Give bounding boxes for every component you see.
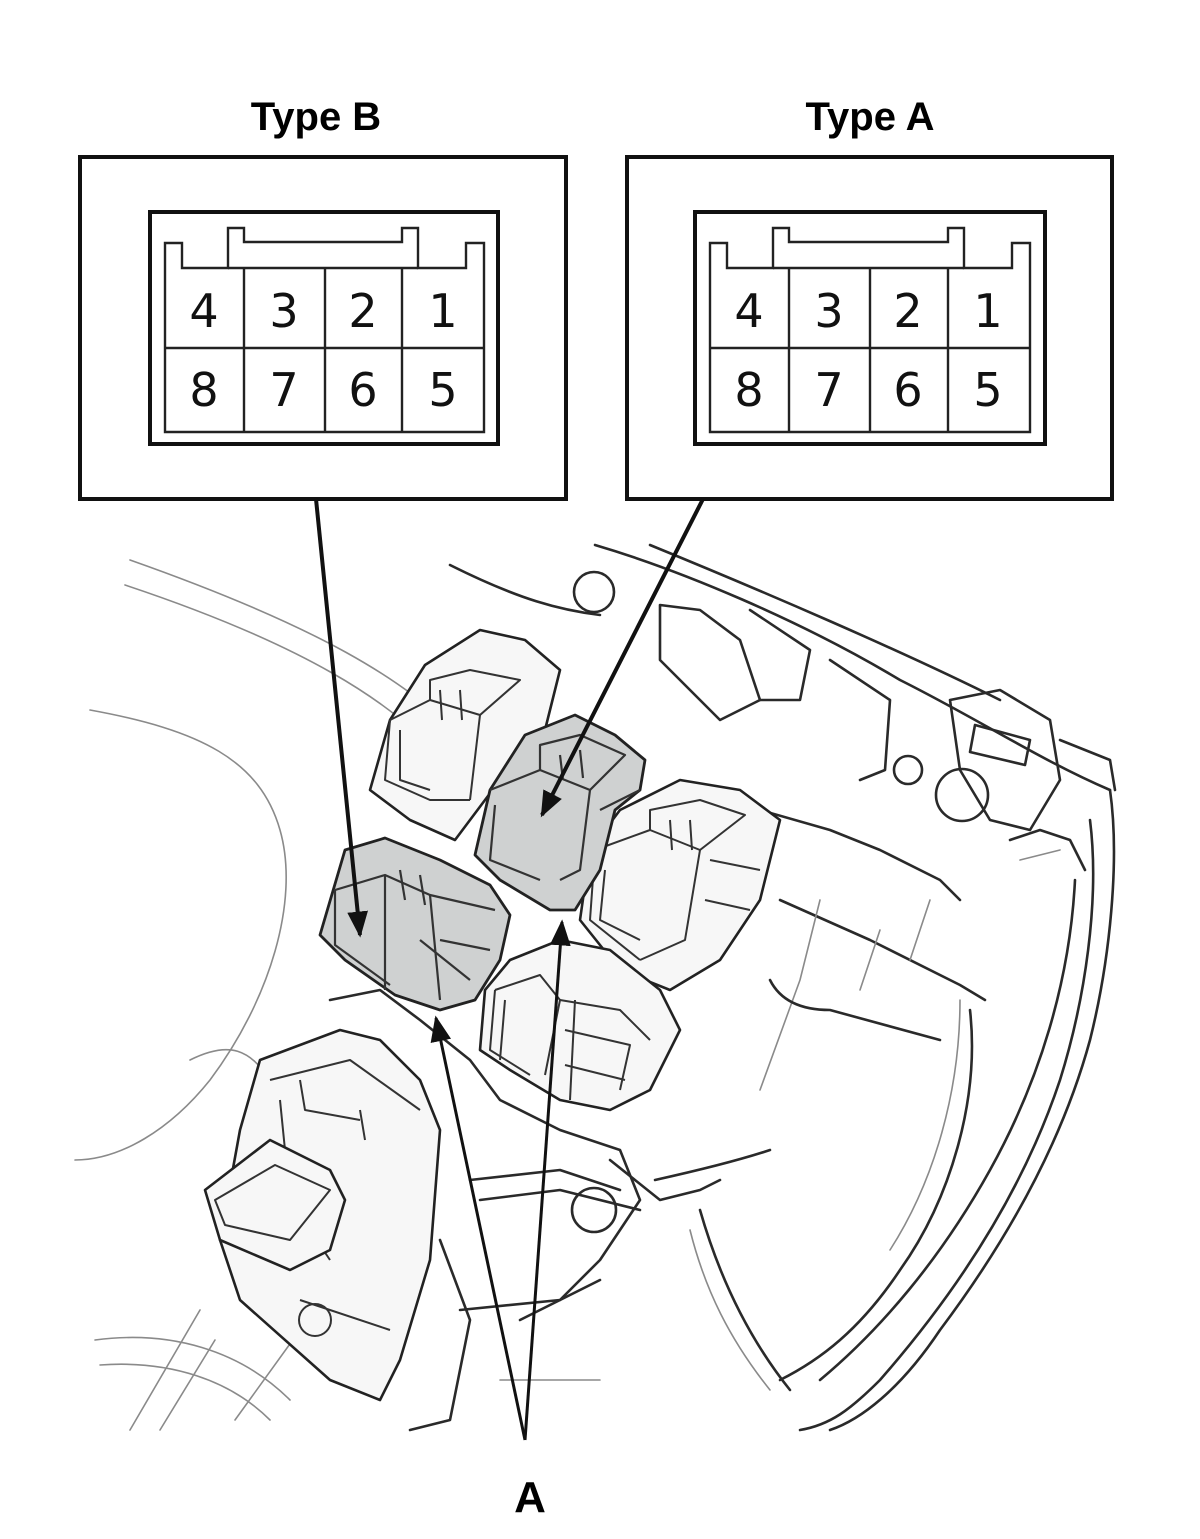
connector-plain-lower [478,938,682,1112]
type-a-pin-4: 4 [734,284,763,338]
type-a-pin-7: 7 [814,363,843,417]
type-b-pin-4: 4 [189,284,218,338]
type-a-pin-3: 3 [814,284,843,338]
type-a-pin-6: 6 [893,363,922,417]
type-b-pin-3: 3 [269,284,298,338]
background-panel-linework [74,543,1117,1432]
type-a-pin-2: 2 [893,284,922,338]
type-b-pin-7: 7 [269,363,298,417]
type-b-connector-view: 4 3 2 1 8 7 6 5 [78,155,568,501]
connector-plain-bottom-left [203,1028,442,1402]
type-b-pin-8: 8 [189,363,218,417]
connector-type-b-highlighted [318,836,512,1012]
type-b-pin-5: 5 [428,363,457,417]
type-b-pin-1: 1 [428,284,457,338]
connector-plain-upper-left [368,628,562,842]
type-a-title: Type A [806,95,935,139]
type-b-pin-6: 6 [348,363,377,417]
type-a-pin-8: 8 [734,363,763,417]
callout-a-label: A [514,1473,546,1522]
type-a-pin-1: 1 [973,284,1002,338]
callout-a-arrow-type-a [523,919,571,1441]
type-b-leader-arrow [314,498,368,938]
type-b-pin-2: 2 [348,284,377,338]
callout-a-arrow-type-b [430,1015,527,1441]
type-a-connector-view: 4 3 2 1 8 7 6 5 [625,155,1114,501]
type-b-title: Type B [251,95,381,139]
type-a-pin-5: 5 [973,363,1002,417]
type-a-leader-arrow [540,498,705,818]
